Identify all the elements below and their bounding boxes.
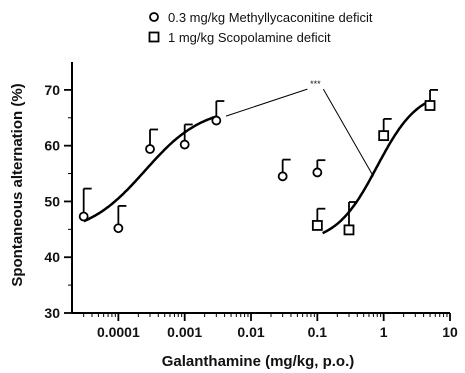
fit-curve-series-1 (83, 115, 217, 223)
x-tick-label: 0.01 (237, 324, 264, 340)
data-point-circle (113, 223, 124, 234)
significance-annotation: *** (310, 79, 321, 89)
y-tick-label: 40 (44, 249, 60, 265)
data-point-circle (145, 144, 155, 154)
data-point-circle (179, 139, 190, 150)
y-axis-title: Spontaneous alternation (%) (9, 83, 26, 286)
x-axis-title: Galanthamine (mg/kg, p.o.) (162, 353, 355, 370)
x-tick-label: 10 (442, 324, 458, 340)
fit-curve-series-2 (322, 99, 431, 235)
legend-label: 0.3 mg/kg Methyllycaconitine deficit (168, 10, 373, 25)
data-point-square (343, 224, 355, 236)
plot-area: *** (78, 79, 439, 236)
y-tick-label: 60 (44, 138, 60, 154)
y-tick-label: 30 (44, 305, 60, 321)
legend-label: 1 mg/kg Scopolamine deficit (168, 30, 331, 45)
legend: 0.3 mg/kg Methyllycaconitine deficit 1 mg… (148, 10, 373, 45)
annotation-line-left (225, 88, 308, 117)
data-point-circle (211, 115, 222, 126)
data-point-circle (78, 211, 89, 222)
y-tick-label: 70 (44, 82, 60, 98)
y-tick-label: 50 (44, 193, 60, 209)
legend-marker-circle (149, 12, 159, 22)
x-tick-label: 1 (380, 324, 388, 340)
data-point-square (311, 220, 323, 231)
x-tick-label: 0.001 (167, 324, 202, 340)
x-tick-label: 0.0001 (97, 324, 140, 340)
legend-marker-square (148, 31, 160, 43)
data-point-circle (312, 167, 323, 178)
x-tick-label: 0.1 (308, 324, 328, 340)
data-point-square (424, 100, 436, 111)
data-point-circle (277, 171, 288, 182)
axes: 0.0001 0.001 0.01 0.1 1 10 30 40 50 60 70 (44, 62, 458, 340)
annotation-line-right (322, 88, 374, 177)
data-point-square (378, 130, 390, 142)
